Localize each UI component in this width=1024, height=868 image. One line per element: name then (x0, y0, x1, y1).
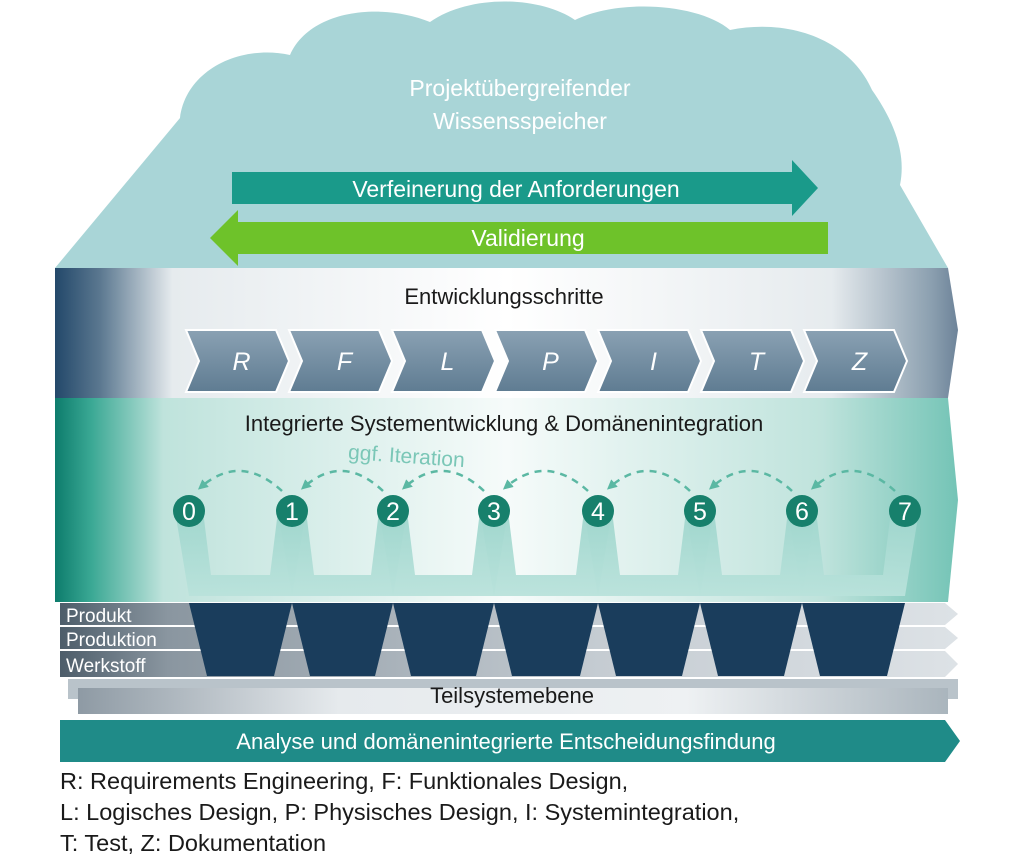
step-label: I (650, 348, 657, 376)
iteration-arc (502, 469, 589, 492)
legend: R: Requirements Engineering, F: Funktion… (60, 766, 739, 859)
step-label: Z (851, 348, 868, 376)
refinement-arrow: Verfeinerung der Anforderungen (232, 160, 818, 216)
step-label: F (337, 348, 354, 376)
step-label: L (441, 348, 455, 376)
iteration-ribbon (480, 511, 612, 596)
step-chevron-p (493, 329, 600, 393)
analysis-bar-label: Analyse und domänenintegrierte Entscheid… (236, 729, 775, 754)
iteration-ribbon (584, 511, 714, 596)
iteration-arc (197, 469, 283, 492)
legend-line: L: Logisches Design, P: Physisches Desig… (60, 799, 740, 825)
step-chevron-z (802, 329, 909, 393)
step-label: R (232, 348, 250, 376)
iteration-node-label: 7 (898, 498, 912, 526)
subsystem-level-bar: Teilsystemebene (68, 679, 958, 714)
iteration-ribbon (788, 511, 919, 596)
knowledge-store-title-line2: Wissensspeicher (433, 108, 607, 134)
iteration-node-5 (684, 495, 716, 527)
iteration-node-label: 6 (795, 498, 809, 526)
iteration-node-7 (889, 495, 921, 527)
iteration-node-label: 5 (693, 498, 707, 526)
iteration-arc (810, 469, 896, 492)
layer-label-produkt: Produkt (66, 606, 132, 627)
iteration-funnel (393, 603, 494, 676)
v-model-iterations: 0 1 2 3 4 5 6 7 (173, 469, 921, 676)
iteration-node-4 (582, 495, 614, 527)
iteration-node-label: 4 (591, 498, 605, 526)
iteration-node-label: 2 (386, 498, 400, 526)
iteration-funnel (598, 603, 700, 676)
step-chevron-r (184, 329, 291, 393)
legend-line: T: Test, Z: Dokumentation (60, 830, 327, 856)
iteration-node-6 (786, 495, 818, 527)
iteration-funnel (494, 603, 598, 676)
iteration-ribbon (686, 511, 816, 596)
iteration-node-0 (173, 495, 205, 527)
development-steps-strip: Entwicklungsschritte R F L P I T Z (55, 268, 958, 398)
step-label: T (749, 348, 766, 376)
iteration-node-label: 1 (285, 498, 299, 526)
iteration-arc (301, 469, 384, 492)
iteration-funnel (189, 603, 292, 676)
layer-label-produktion: Produktion (66, 630, 157, 651)
layer-label-werkstoff: Werkstoff (66, 656, 146, 677)
iteration-ribbon (379, 511, 508, 596)
iteration-ribbon (278, 511, 407, 596)
iteration-node-3 (478, 495, 510, 527)
iteration-arc (606, 469, 691, 492)
iteration-arc (402, 469, 485, 492)
iteration-node-label: 3 (487, 498, 501, 526)
knowledge-store-title-line1: Projektübergreifender (409, 75, 631, 101)
step-label: P (542, 348, 559, 376)
validation-arrow-label: Validierung (471, 225, 584, 251)
iteration-ribbon (175, 511, 306, 596)
iteration-node-label: 0 (182, 498, 196, 526)
integration-title: Integrierte Systementwicklung & Domäneni… (245, 411, 764, 436)
iteration-node-1 (276, 495, 308, 527)
validation-arrow: Validierung (210, 210, 828, 266)
analysis-bar: Analyse und domänenintegrierte Entscheid… (60, 720, 960, 762)
refinement-arrow-label: Verfeinerung der Anforderungen (352, 176, 679, 202)
iteration-funnel (292, 603, 393, 676)
iteration-arc (708, 469, 793, 492)
step-chevron-i (596, 329, 703, 393)
step-chevron-l (390, 329, 497, 393)
iteration-funnel (802, 603, 905, 676)
subsystem-level-label: Teilsystemebene (430, 683, 594, 708)
iteration-funnel (700, 603, 802, 676)
development-steps-title: Entwicklungsschritte (404, 284, 603, 309)
legend-line: R: Requirements Engineering, F: Funktion… (60, 768, 629, 794)
iteration-node-2 (377, 495, 409, 527)
step-chevron-t (699, 329, 806, 393)
step-chevron-f (287, 329, 394, 393)
layer-labels: Produkt Produktion Werkstoff (66, 606, 157, 677)
